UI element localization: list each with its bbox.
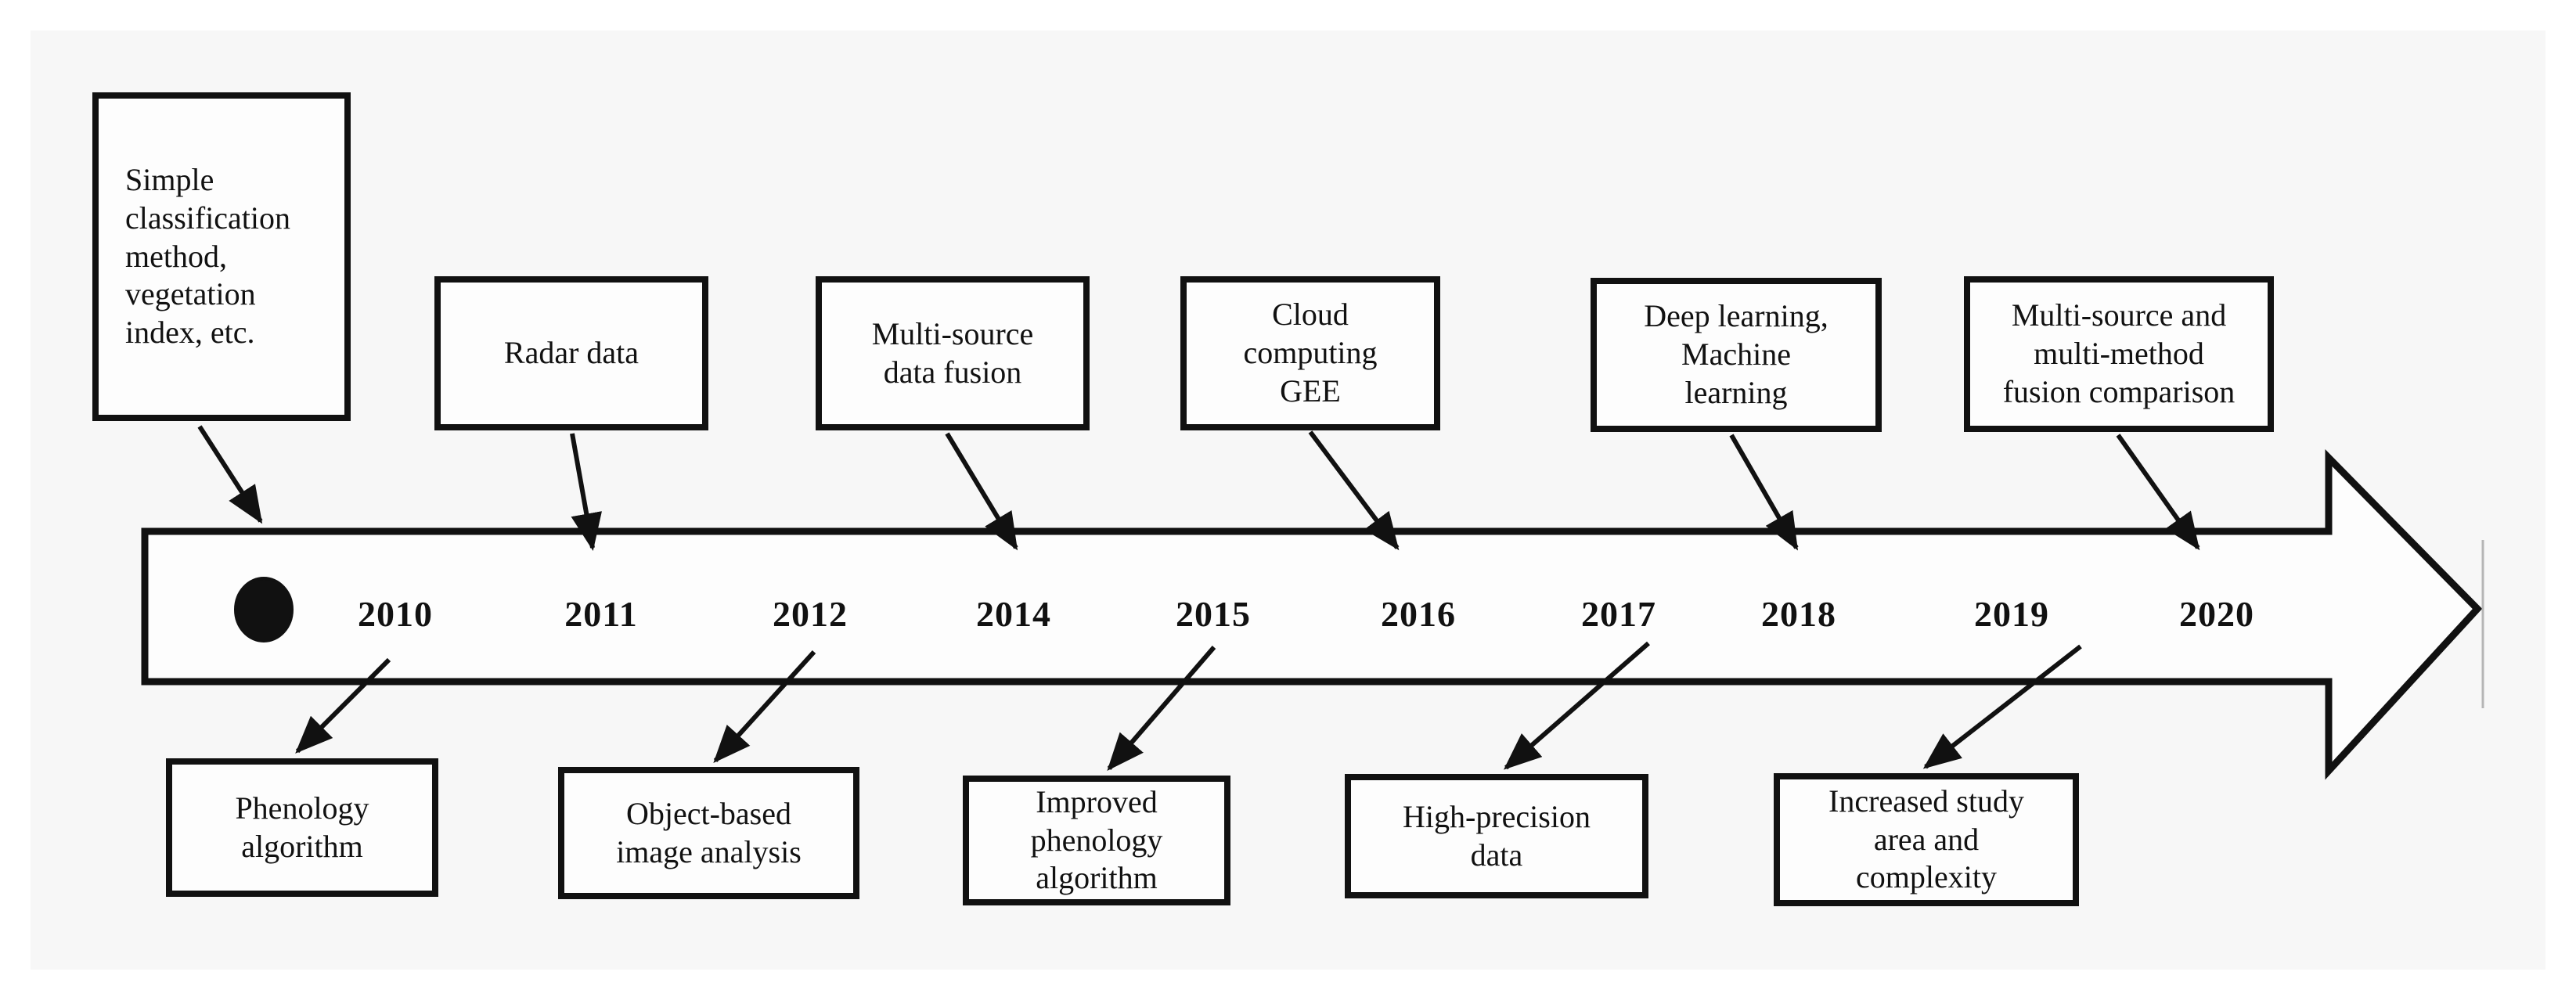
year-label: 2011 xyxy=(564,594,638,634)
timeline-arrow-shape xyxy=(141,449,2483,780)
connector-arrow-below-2 xyxy=(713,650,816,763)
start-dot xyxy=(234,577,294,642)
event-box-label: Multi-source and multi-method fusion com… xyxy=(2002,297,2236,409)
event-box-above: Deep learning, Machine learning xyxy=(1591,278,1882,432)
connector-arrow-above-3 xyxy=(945,432,1018,551)
event-box-label: Phenology algorithm xyxy=(235,790,369,864)
year-label: 2014 xyxy=(976,594,1051,634)
connector-arrow-below-3 xyxy=(1107,646,1216,772)
figure-panel xyxy=(31,31,2545,970)
event-box-above: Cloud computing GEE xyxy=(1180,276,1440,430)
event-box-below: Increased study area and complexity xyxy=(1774,773,2079,906)
event-box-label: Radar data xyxy=(503,335,639,371)
year-label: 2018 xyxy=(1761,594,1836,634)
event-box-label: Object-based image analysis xyxy=(616,795,802,869)
connector-arrow-above-5 xyxy=(1729,434,1799,551)
event-box-label: High-precision data xyxy=(1403,798,1591,873)
event-box-below: Improved phenology algorithm xyxy=(963,776,1230,905)
event-box-label: Deep learning, Machine learning xyxy=(1644,298,1828,410)
year-label: 2016 xyxy=(1381,594,1456,634)
year-label: 2019 xyxy=(1974,594,2049,634)
year-label: 2010 xyxy=(358,594,433,634)
event-box-above: Simple classification method, vegetation… xyxy=(92,92,351,421)
year-label: 2020 xyxy=(2179,594,2254,634)
connector-arrow-below-4 xyxy=(1503,641,1650,770)
connector-arrow-below-1 xyxy=(295,657,391,754)
event-box-above: Multi-source and multi-method fusion com… xyxy=(1964,276,2274,432)
connector-arrow-below-5 xyxy=(1922,644,2082,769)
connector-arrow-above-4 xyxy=(1308,430,1400,551)
event-box-below: High-precision data xyxy=(1345,774,1648,898)
event-box-label: Improved phenology algorithm xyxy=(1030,783,1163,896)
event-box-below: Phenology algorithm xyxy=(166,758,438,897)
event-box-below: Object-based image analysis xyxy=(558,767,859,899)
event-box-label: Cloud computing GEE xyxy=(1243,297,1378,409)
event-box-label: Simple classification method, vegetation… xyxy=(125,162,291,351)
event-box-above: Radar data xyxy=(434,276,708,430)
event-box-label: Multi-source data fusion xyxy=(871,315,1034,390)
year-label: 2015 xyxy=(1176,594,1251,634)
connector-arrow-above-6 xyxy=(2116,434,2200,551)
connector-arrow-above-1 xyxy=(197,425,263,524)
event-box-above: Multi-source data fusion xyxy=(816,276,1090,430)
connector-arrow-above-2 xyxy=(570,433,602,551)
year-label: 2017 xyxy=(1581,594,1656,634)
year-label: 2012 xyxy=(773,594,848,634)
event-box-label: Increased study area and complexity xyxy=(1828,783,2024,895)
